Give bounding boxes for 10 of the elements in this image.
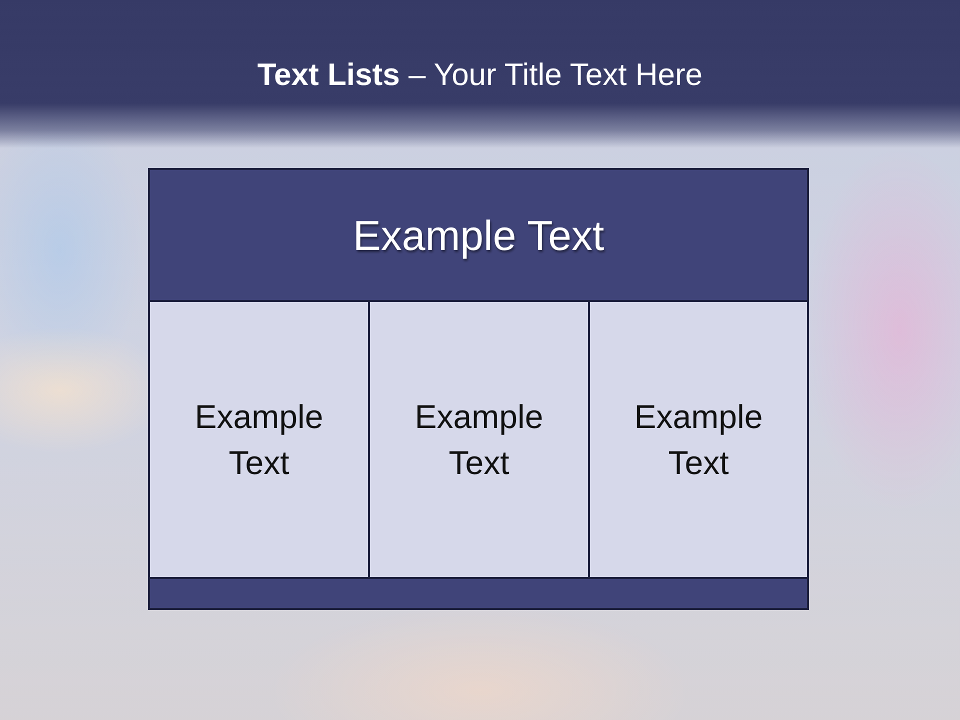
panel-text: Example Text (352, 210, 604, 261)
header-band (148, 168, 809, 302)
text-panel (148, 300, 370, 579)
panel-text: Example Text (633, 396, 764, 482)
footer-bar (148, 577, 809, 610)
text-panel (588, 300, 809, 579)
text-panel (368, 300, 590, 579)
panel-text: Example Text (414, 396, 544, 482)
panel-text: Example Text (194, 396, 324, 482)
slide-title: Text Lists – Your Title Text Here (257, 56, 703, 94)
